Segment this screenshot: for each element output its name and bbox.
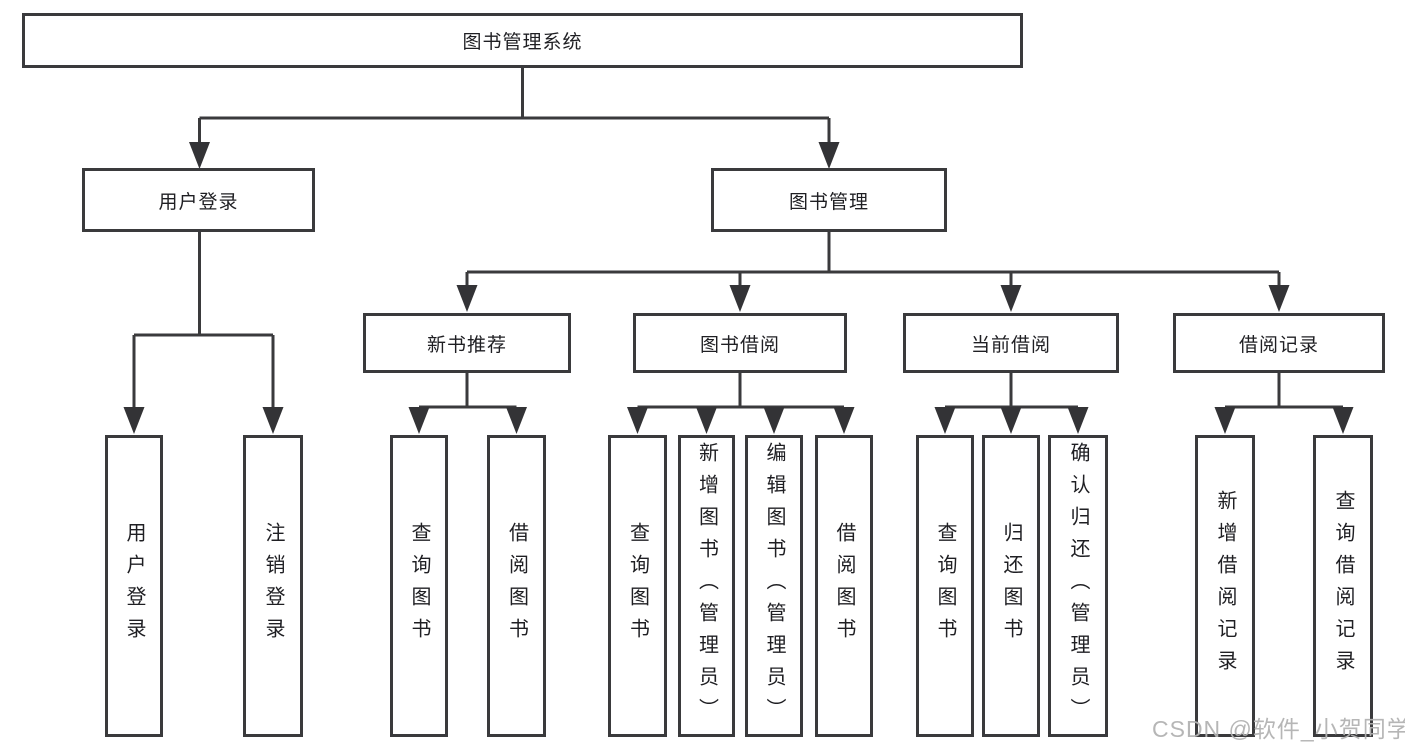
leaf-logout: 注销登录 <box>243 435 303 737</box>
arrowhead-icon <box>627 407 648 434</box>
leaf-cb-query-books-label: 查询图书 <box>934 522 956 650</box>
leaf-br-query-record: 查询借阅记录 <box>1313 435 1373 737</box>
leaf-cb-confirm-return-admin-label: 确认归还（管理员） <box>1067 442 1089 730</box>
arrowhead-icon <box>729 285 751 312</box>
node-user-login-label: 用户登录 <box>158 191 239 213</box>
arrowhead-icon <box>123 407 145 434</box>
arrowhead-icon <box>189 142 210 169</box>
edge-current-borrowing-to-children <box>934 373 1089 434</box>
node-current-borrowing-label: 当前借阅 <box>970 334 1051 356</box>
arrowhead-icon <box>1000 407 1022 434</box>
node-book-management: 图书管理 <box>711 168 947 232</box>
node-borrow-records-label: 借阅记录 <box>1238 334 1319 356</box>
node-root: 图书管理系统 <box>22 13 1023 68</box>
leaf-bb-edit-books-admin: 编辑图书（管理员） <box>745 435 803 737</box>
leaf-bb-borrow-books-label: 借阅图书 <box>833 522 855 650</box>
node-book-management-label: 图书管理 <box>788 191 869 213</box>
arrowhead-icon <box>1214 407 1236 434</box>
csdn-watermark: CSDN @软件_小贺同学 <box>1152 716 1405 742</box>
arrowhead-icon <box>1268 285 1290 312</box>
node-book-borrowing-label: 图书借阅 <box>699 334 780 356</box>
edge-new-book-rec-to-children <box>408 373 527 434</box>
leaf-bb-query-books: 查询图书 <box>608 435 667 737</box>
leaf-nbr-query-books: 查询图书 <box>390 435 448 737</box>
edge-borrow-records-to-children <box>1214 373 1354 434</box>
arrowhead-icon <box>763 407 785 434</box>
arrowhead-icon <box>262 407 284 434</box>
leaf-cb-confirm-return-admin: 确认归还（管理员） <box>1048 435 1108 737</box>
arrowhead-icon <box>506 407 527 434</box>
leaf-cb-query-books: 查询图书 <box>916 435 974 737</box>
arrowhead-icon <box>696 407 717 434</box>
leaf-bb-add-books-admin: 新增图书（管理员） <box>678 435 735 737</box>
arrowhead-icon <box>1067 407 1089 434</box>
leaf-nbr-borrow-books-label: 借阅图书 <box>505 522 528 650</box>
node-new-book-recommendation: 新书推荐 <box>363 313 571 373</box>
arrowhead-icon <box>833 407 855 434</box>
leaf-user-login-label: 用户登录 <box>123 522 145 650</box>
edge-root-to-level2 <box>189 68 840 169</box>
node-user-login: 用户登录 <box>82 168 315 232</box>
arrowhead-icon <box>1332 407 1354 434</box>
edge-book-mgmt-to-level3 <box>456 232 1290 312</box>
leaf-bb-add-books-admin-label: 新增图书（管理员） <box>695 442 718 730</box>
node-root-label: 图书管理系统 <box>462 32 583 53</box>
leaf-cb-return-books-label: 归还图书 <box>1000 522 1022 650</box>
node-borrow-records: 借阅记录 <box>1173 313 1385 373</box>
leaf-bb-query-books-label: 查询图书 <box>626 522 649 650</box>
leaf-bb-edit-books-admin-label: 编辑图书（管理员） <box>763 442 785 730</box>
node-book-borrowing: 图书借阅 <box>633 313 847 373</box>
leaf-logout-label: 注销登录 <box>262 522 284 650</box>
node-current-borrowing: 当前借阅 <box>903 313 1119 373</box>
node-new-book-recommendation-label: 新书推荐 <box>426 334 507 356</box>
leaf-br-query-record-label: 查询借阅记录 <box>1332 490 1354 682</box>
arrowhead-icon <box>1000 285 1022 312</box>
edge-user-login-to-children <box>123 232 284 434</box>
leaf-nbr-query-books-label: 查询图书 <box>408 522 430 650</box>
arrowhead-icon <box>818 142 840 169</box>
arrowhead-icon <box>408 407 430 434</box>
arrowhead-icon <box>934 407 956 434</box>
leaf-bb-borrow-books: 借阅图书 <box>815 435 873 737</box>
leaf-br-add-record-label: 新增借阅记录 <box>1214 490 1236 682</box>
leaf-user-login: 用户登录 <box>105 435 163 737</box>
arrowhead-icon <box>456 285 478 312</box>
leaf-cb-return-books: 归还图书 <box>982 435 1040 737</box>
leaf-br-add-record: 新增借阅记录 <box>1195 435 1255 737</box>
leaf-nbr-borrow-books: 借阅图书 <box>487 435 546 737</box>
edge-book-borrowing-to-children <box>627 373 855 434</box>
